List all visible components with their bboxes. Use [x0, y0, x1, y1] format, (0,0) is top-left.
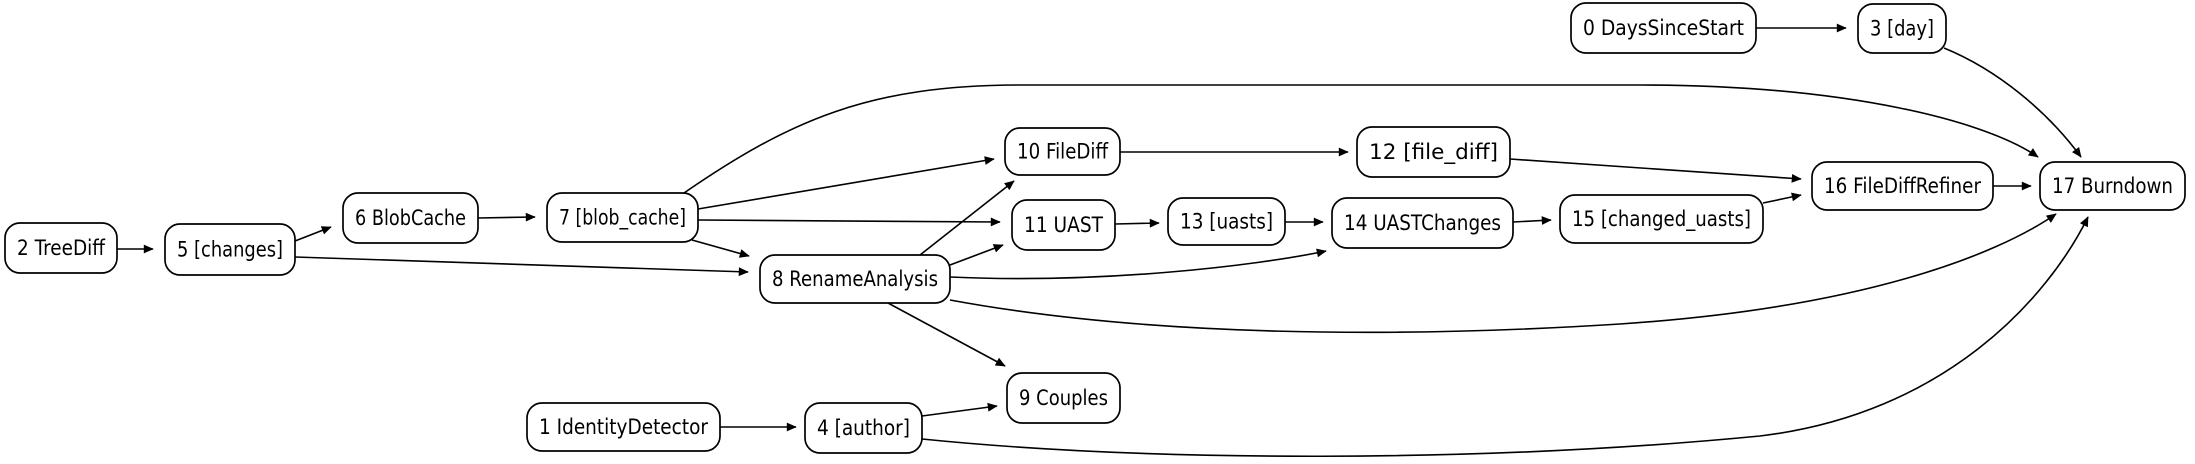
node-13-uasts: 13 [uasts]	[1167, 197, 1286, 246]
node-box-5-changes	[164, 223, 296, 276]
edge-12-to-16	[1509, 158, 1802, 183]
node-box-8-renameanalysis	[759, 254, 951, 304]
node-label-4-author: 4 [author]	[817, 416, 910, 440]
node-3-day: 3 [day]	[1857, 3, 1947, 54]
node-17-burndown: 17 Burndown	[2039, 161, 2186, 211]
node-label-16-filediffrefiner: 16 FileDiffRefiner	[1824, 174, 1981, 198]
edge-8-to-11	[949, 244, 1004, 266]
node-2-treediff: 2 TreeDiff	[4, 222, 118, 274]
node-box-7-blob-cache	[546, 192, 699, 243]
edge-8-to-9	[887, 302, 1006, 367]
edge-7-to-17	[683, 84, 2039, 194]
node-7-blob-cache: 7 [blob_cache]	[546, 192, 699, 243]
edge-3-to-17	[1943, 47, 2082, 158]
edge-5-to-8	[294, 256, 749, 277]
node-4-author: 4 [author]	[804, 402, 923, 454]
node-10-filediff: 10 FileDiff	[1004, 127, 1121, 176]
node-label-13-uasts: 13 [uasts]	[1180, 210, 1273, 234]
edge-4-to-9	[921, 402, 998, 417]
nodes-layer: 0 DaysSinceStart 1 IdentityDetector 2 Tree…	[4, 2, 2186, 454]
edge-8-to-17	[949, 213, 2057, 334]
node-box-6-blobcache	[342, 192, 479, 244]
node-box-2-treediff	[4, 222, 118, 274]
node-label-17-burndown: 17 Burndown	[2052, 174, 2173, 198]
node-box-1-identitydetector	[526, 402, 721, 452]
edge-6-to-7	[477, 212, 536, 222]
node-1-identitydetector: 1 IdentityDetector	[526, 402, 721, 452]
node-label-0-dayssincestart: 0 DaysSinceStart	[1583, 16, 1744, 40]
node-label-8-renameanalysis: 8 RenameAnalysis	[772, 267, 938, 291]
node-label-3-day: 3 [day]	[1870, 17, 1934, 41]
node-label-14-uastchanges: 14 UASTChanges	[1344, 211, 1501, 235]
node-box-10-filediff	[1004, 127, 1121, 176]
node-16-filediffrefiner: 16 FileDiffRefiner	[1811, 161, 1994, 211]
node-6-blobcache: 6 BlobCache	[342, 192, 479, 244]
node-box-3-day	[1857, 3, 1947, 54]
node-label-9-couples: 9 Couples	[1019, 386, 1108, 410]
edge-4-to-17	[921, 216, 2089, 458]
node-box-11-uast	[1011, 199, 1116, 251]
node-label-10-filediff: 10 FileDiff	[1017, 140, 1108, 164]
node-box-17-burndown	[2039, 161, 2186, 211]
edge-11-to-13	[1114, 218, 1160, 228]
node-11-uast: 11 UAST	[1011, 199, 1116, 251]
edge-14-to-15	[1512, 216, 1552, 225]
node-label-2-treediff: 2 TreeDiff	[17, 236, 105, 260]
node-box-12-file-diff	[1356, 126, 1511, 178]
edge-8-to-10	[919, 180, 1015, 256]
node-label-11-uast: 11 UAST	[1024, 213, 1103, 237]
node-box-4-author	[804, 402, 923, 454]
node-box-9-couples	[1006, 372, 1121, 424]
node-box-15-changed-uasts	[1559, 194, 1764, 244]
node-9-couples: 9 Couples	[1006, 372, 1121, 424]
node-14-uastchanges: 14 UASTChanges	[1331, 197, 1514, 249]
edge-5-to-6	[294, 226, 332, 242]
node-box-13-uasts	[1167, 197, 1286, 246]
edges-layer	[117, 23, 2089, 458]
node-5-changes: 5 [changes]	[164, 223, 296, 276]
node-label-6-blobcache: 6 BlobCache	[355, 206, 466, 230]
node-label-5-changes: 5 [changes]	[177, 238, 283, 262]
node-label-1-identitydetector: 1 IdentityDetector	[539, 415, 708, 439]
node-label-12-file-diff: 12 [file_diff]	[1369, 140, 1498, 165]
node-12-file-diff: 12 [file_diff]	[1356, 126, 1511, 178]
node-label-15-changed-uasts: 15 [changed_uasts]	[1572, 207, 1751, 232]
edge-8-to-14	[949, 248, 1327, 280]
node-box-14-uastchanges	[1331, 197, 1514, 249]
node-15-changed-uasts: 15 [changed_uasts]	[1559, 194, 1764, 244]
node-label-7-blob-cache: 7 [blob_cache]	[559, 206, 686, 231]
edge-15-to-16	[1762, 192, 1802, 204]
node-box-16-filediffrefiner	[1811, 161, 1994, 211]
node-box-0-dayssincestart	[1570, 2, 1757, 54]
edge-7-to-11	[697, 217, 1001, 227]
edge-7-to-10	[697, 156, 995, 210]
node-0-dayssincestart: 0 DaysSinceStart	[1570, 2, 1757, 54]
edge-7-to-8	[691, 239, 750, 258]
node-8-renameanalysis: 8 RenameAnalysis	[759, 254, 951, 304]
